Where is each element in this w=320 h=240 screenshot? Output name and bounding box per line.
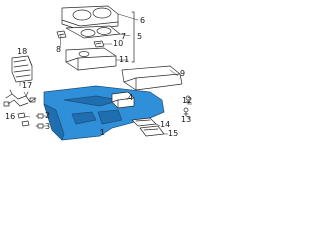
clip-part-10 (93, 40, 105, 48)
callout-11: 11 (119, 55, 130, 64)
wiring-harness-part (3, 89, 37, 107)
callout-4: 4 (128, 93, 134, 102)
callout-12: 12 (182, 96, 193, 105)
bracket-part (17, 112, 30, 127)
callout-3: 3 (45, 122, 51, 131)
callout-9: 9 (180, 69, 186, 78)
callout-6: 6 (140, 16, 146, 25)
cupholder-trim-part (61, 5, 119, 31)
screw-part-13 (183, 107, 189, 117)
parts-diagram: 6 7 5 8 10 11 18 17 9 4 12 13 14 15 16 2… (0, 0, 200, 147)
armrest-lid-part (121, 65, 183, 91)
callout-15: 15 (168, 129, 179, 138)
cupholder-insert-part (65, 25, 121, 39)
switch-module-part (11, 55, 33, 83)
callout-2: 2 (45, 111, 51, 120)
clip-part (56, 30, 67, 39)
shifter-base-part (65, 47, 117, 71)
clip-part-3 (35, 123, 44, 129)
callout-18: 18 (17, 47, 28, 56)
callout-5: 5 (137, 32, 143, 41)
callout-7: 7 (121, 32, 127, 41)
callout-10: 10 (113, 39, 124, 48)
leader-lines (19, 13, 193, 135)
callout-17: 17 (22, 81, 33, 90)
callout-14: 14 (160, 120, 171, 129)
storage-bin-part (111, 91, 135, 109)
exploded-view-drawing (3, 5, 193, 141)
group-bracket-5 (131, 11, 135, 63)
screw-part-12 (185, 95, 191, 105)
callout-13: 13 (181, 115, 192, 124)
callout-1: 1 (100, 128, 106, 137)
callout-8: 8 (56, 45, 62, 54)
callout-16: 16 (5, 112, 16, 121)
clip-part-2 (35, 113, 44, 119)
